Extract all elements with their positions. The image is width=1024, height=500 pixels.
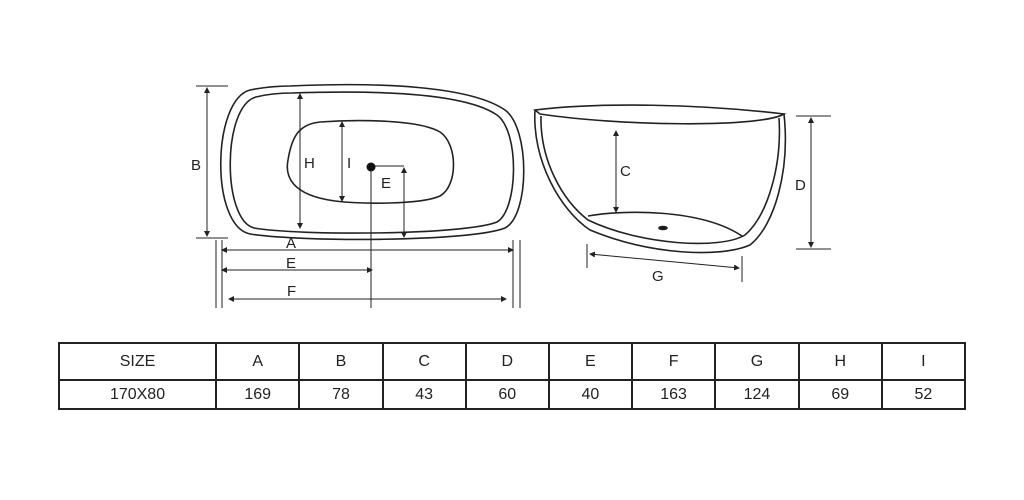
header-h: H bbox=[797, 342, 883, 381]
header-i: I bbox=[880, 342, 967, 381]
top-view bbox=[196, 83, 525, 308]
header-a: A bbox=[215, 342, 301, 381]
header-c: C bbox=[381, 342, 467, 381]
label-h: H bbox=[304, 155, 315, 172]
cell-e: 40 bbox=[547, 379, 633, 410]
label-b: B bbox=[191, 157, 201, 174]
label-a: A bbox=[286, 235, 296, 252]
cell-c: 43 bbox=[381, 379, 467, 410]
dimension-table: SIZE A B C D E F G H I 170X80 169 78 43 … bbox=[57, 342, 967, 410]
label-c: C bbox=[620, 163, 631, 180]
header-e: E bbox=[547, 342, 633, 381]
table-row: 170X80 169 78 43 60 40 163 124 69 52 bbox=[57, 379, 967, 410]
tub-outer-rim bbox=[220, 83, 525, 241]
top-view-labels: B H I E A E F bbox=[191, 155, 391, 300]
header-g: G bbox=[714, 342, 800, 381]
side-floor bbox=[587, 211, 743, 237]
header-size: SIZE bbox=[57, 342, 218, 381]
header-b: B bbox=[298, 342, 384, 381]
cell-g: 124 bbox=[714, 379, 800, 410]
cell-size: 170X80 bbox=[57, 379, 218, 410]
side-view-labels: C D G bbox=[620, 163, 806, 285]
side-rim bbox=[533, 104, 787, 125]
label-e-vertical: E bbox=[381, 175, 391, 192]
label-d: D bbox=[795, 177, 806, 194]
bathtub-dimension-diagram: B H I E A E F C D G bbox=[191, 83, 831, 308]
tub-basin bbox=[286, 119, 455, 204]
drain-dot bbox=[366, 162, 376, 172]
side-drain bbox=[658, 225, 668, 231]
cell-b: 78 bbox=[298, 379, 384, 410]
cell-h: 69 bbox=[797, 379, 883, 410]
cell-d: 60 bbox=[464, 379, 550, 410]
cell-i: 52 bbox=[880, 379, 967, 410]
label-i: I bbox=[347, 155, 351, 172]
cell-f: 163 bbox=[630, 379, 717, 410]
side-inner-shell bbox=[540, 115, 781, 245]
table-header-row: SIZE A B C D E F G H I bbox=[57, 342, 967, 381]
label-g: G bbox=[652, 268, 664, 285]
side-view bbox=[533, 104, 831, 282]
label-f: F bbox=[287, 283, 296, 300]
tub-inner-rim bbox=[229, 91, 515, 234]
label-e-horizontal: E bbox=[286, 255, 296, 272]
side-outer-shell bbox=[534, 109, 787, 254]
header-f: F bbox=[630, 342, 717, 381]
cell-a: 169 bbox=[215, 379, 301, 410]
header-d: D bbox=[464, 342, 550, 381]
